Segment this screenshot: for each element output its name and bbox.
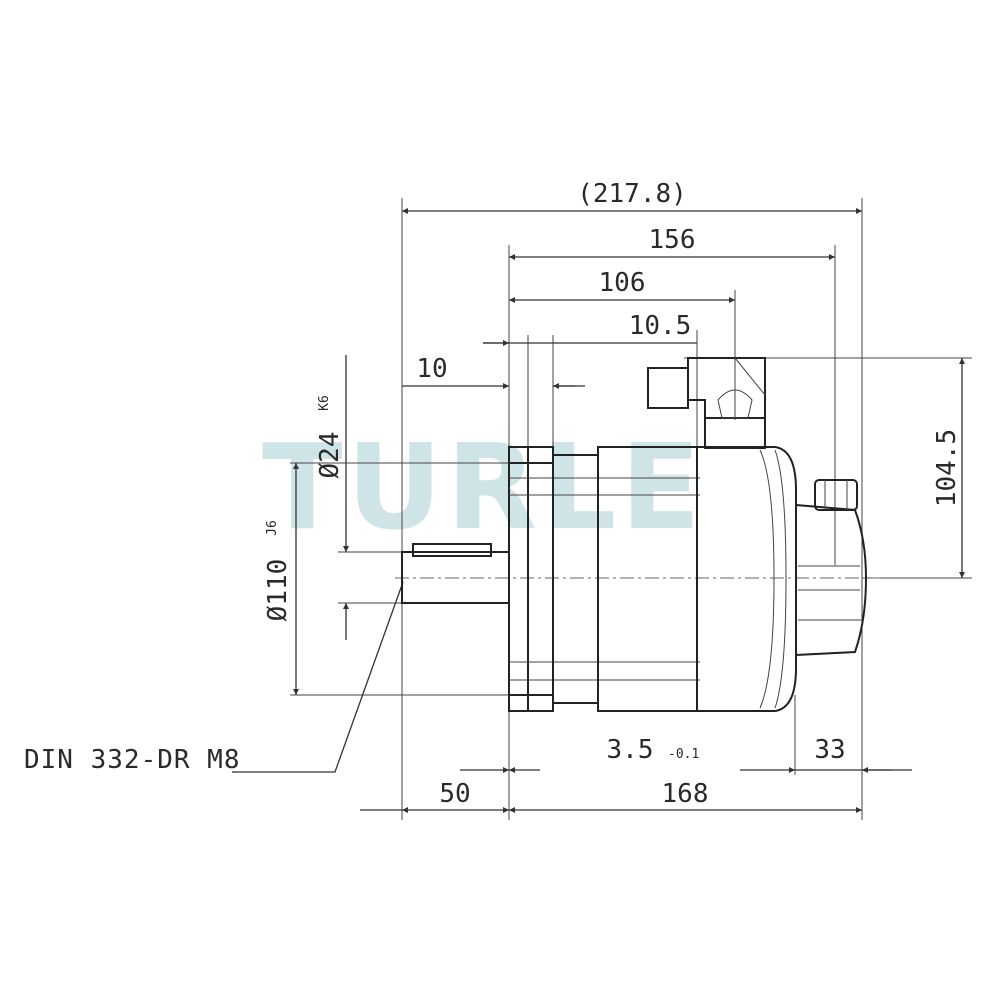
dim-104-5: 104.5 [932,429,962,507]
shaft-thread-note: DIN 332-DR M8 [24,745,241,775]
dim-3-5: 3.5 [607,735,654,765]
dim-3-5-tolerance: -0.1 [668,747,699,762]
watermark-text: TURLE [262,418,705,556]
dim-156: 156 [649,225,696,255]
dim-10-5: 10.5 [629,311,692,341]
dim-106: 106 [599,268,646,298]
dim-168: 168 [662,779,709,809]
motor-body [401,357,868,712]
dim-10: 10 [416,354,447,384]
dim-pilot-tolerance: J6 [265,520,280,536]
dimension-lines [232,208,965,813]
dim-shaft-diameter: Ø24 [315,432,345,479]
dim-33: 33 [814,735,845,765]
dim-overall-length: (217.8) [577,179,687,209]
dim-pilot-diameter: Ø110 [263,559,293,622]
dim-shaft-tolerance: K6 [317,395,332,411]
dim-50: 50 [439,779,470,809]
